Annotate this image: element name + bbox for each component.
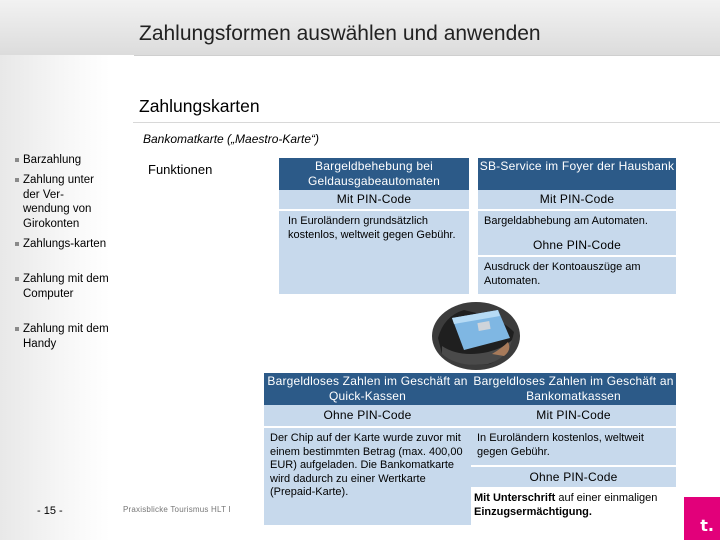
bankomat-pin: Mit PIN-Code xyxy=(471,405,676,426)
title-bar: Zahlungsformen auswählen und anwenden xyxy=(0,0,720,56)
sidebar-item-handy[interactable]: Zahlung mit dem Handy xyxy=(15,322,110,351)
sb-pin: Mit PIN-Code xyxy=(478,190,676,209)
sidebar xyxy=(0,55,110,540)
section-title: Zahlungskarten xyxy=(139,96,260,116)
title-divider xyxy=(134,55,720,56)
signature-bold-1: Mit Unterschrift xyxy=(474,492,556,504)
footer-series: Praxisblicke Tourismus HLT I xyxy=(123,505,231,514)
bullet-square-icon xyxy=(15,158,19,162)
sidebar-item-barzahlung[interactable]: Barzahlung xyxy=(15,153,110,168)
bullet-square-icon xyxy=(15,178,19,182)
bargeld-pin: Mit PIN-Code xyxy=(279,190,469,209)
sidebar-item-label: Zahlung mit dem Computer xyxy=(23,273,109,300)
page-number: - 15 - xyxy=(37,505,63,517)
sb-body-1: Bargeldabhebung am Automaten. xyxy=(478,211,676,235)
page-title: Zahlungsformen auswählen und anwenden xyxy=(139,22,541,45)
separator xyxy=(279,209,469,211)
separator xyxy=(478,255,676,257)
signature-bold-2: Einzugsermächtigung. xyxy=(474,505,592,518)
sidebar-item-zahlungskarten[interactable]: Zahlungs-karten xyxy=(15,237,110,252)
quick-pin: Ohne PIN-Code xyxy=(264,405,471,426)
separator xyxy=(471,426,676,428)
bankomat-header: Bargeldloses Zahlen im Geschäft an Banko… xyxy=(471,373,676,405)
sidebar-item-label: Barzahlung xyxy=(23,154,82,166)
quick-body: Der Chip auf der Karte wurde zuvor mit e… xyxy=(264,428,471,525)
separator xyxy=(264,426,471,428)
subtitle: Bankomatkarte („Maestro-Karte“) xyxy=(143,132,320,146)
bargeld-header: Bargeldbehebung bei Geldausgabeautomaten xyxy=(279,158,469,190)
section-divider xyxy=(133,122,720,123)
bankomat-body-1: In Euroländern kostenlos, weltweit gegen… xyxy=(471,428,676,465)
separator xyxy=(478,209,676,211)
bullet-square-icon xyxy=(15,277,19,281)
sb-pin-2: Ohne PIN-Code xyxy=(478,235,676,255)
bullet-square-icon xyxy=(15,242,19,246)
sidebar-item-label: Zahlung mit dem Handy xyxy=(23,323,109,350)
sidebar-item-computer[interactable]: Zahlung mit dem Computer xyxy=(15,272,110,301)
bankomat-pin-2: Ohne PIN-Code xyxy=(471,467,676,487)
sb-header: SB-Service im Foyer der Hausbank xyxy=(478,158,676,190)
bankomat-signature-note: Mit Unterschrift auf einer einmaligen Ei… xyxy=(474,492,676,519)
quick-header: Bargeldloses Zahlen im Geschäft an Quick… xyxy=(264,373,471,405)
bullet-square-icon xyxy=(15,327,19,331)
bargeld-body: In Euroländern grundsätzlich kostenlos, … xyxy=(279,211,469,294)
telekom-logo: t. xyxy=(684,497,720,540)
sidebar-item-label: Zahlungs-karten xyxy=(23,238,107,250)
wallet-card-image xyxy=(432,302,520,370)
logo-text: t. xyxy=(700,516,714,535)
functions-label: Funktionen xyxy=(148,162,213,177)
sidebar-item-label: Zahlung unter der Ver-wendung von Giroko… xyxy=(23,174,94,230)
signature-text: auf einer einmaligen xyxy=(555,492,658,504)
sidebar-item-girokonten[interactable]: Zahlung unter der Ver-wendung von Giroko… xyxy=(15,173,110,231)
sb-body-2: Ausdruck der Kontoauszüge am Automaten. xyxy=(478,257,676,294)
